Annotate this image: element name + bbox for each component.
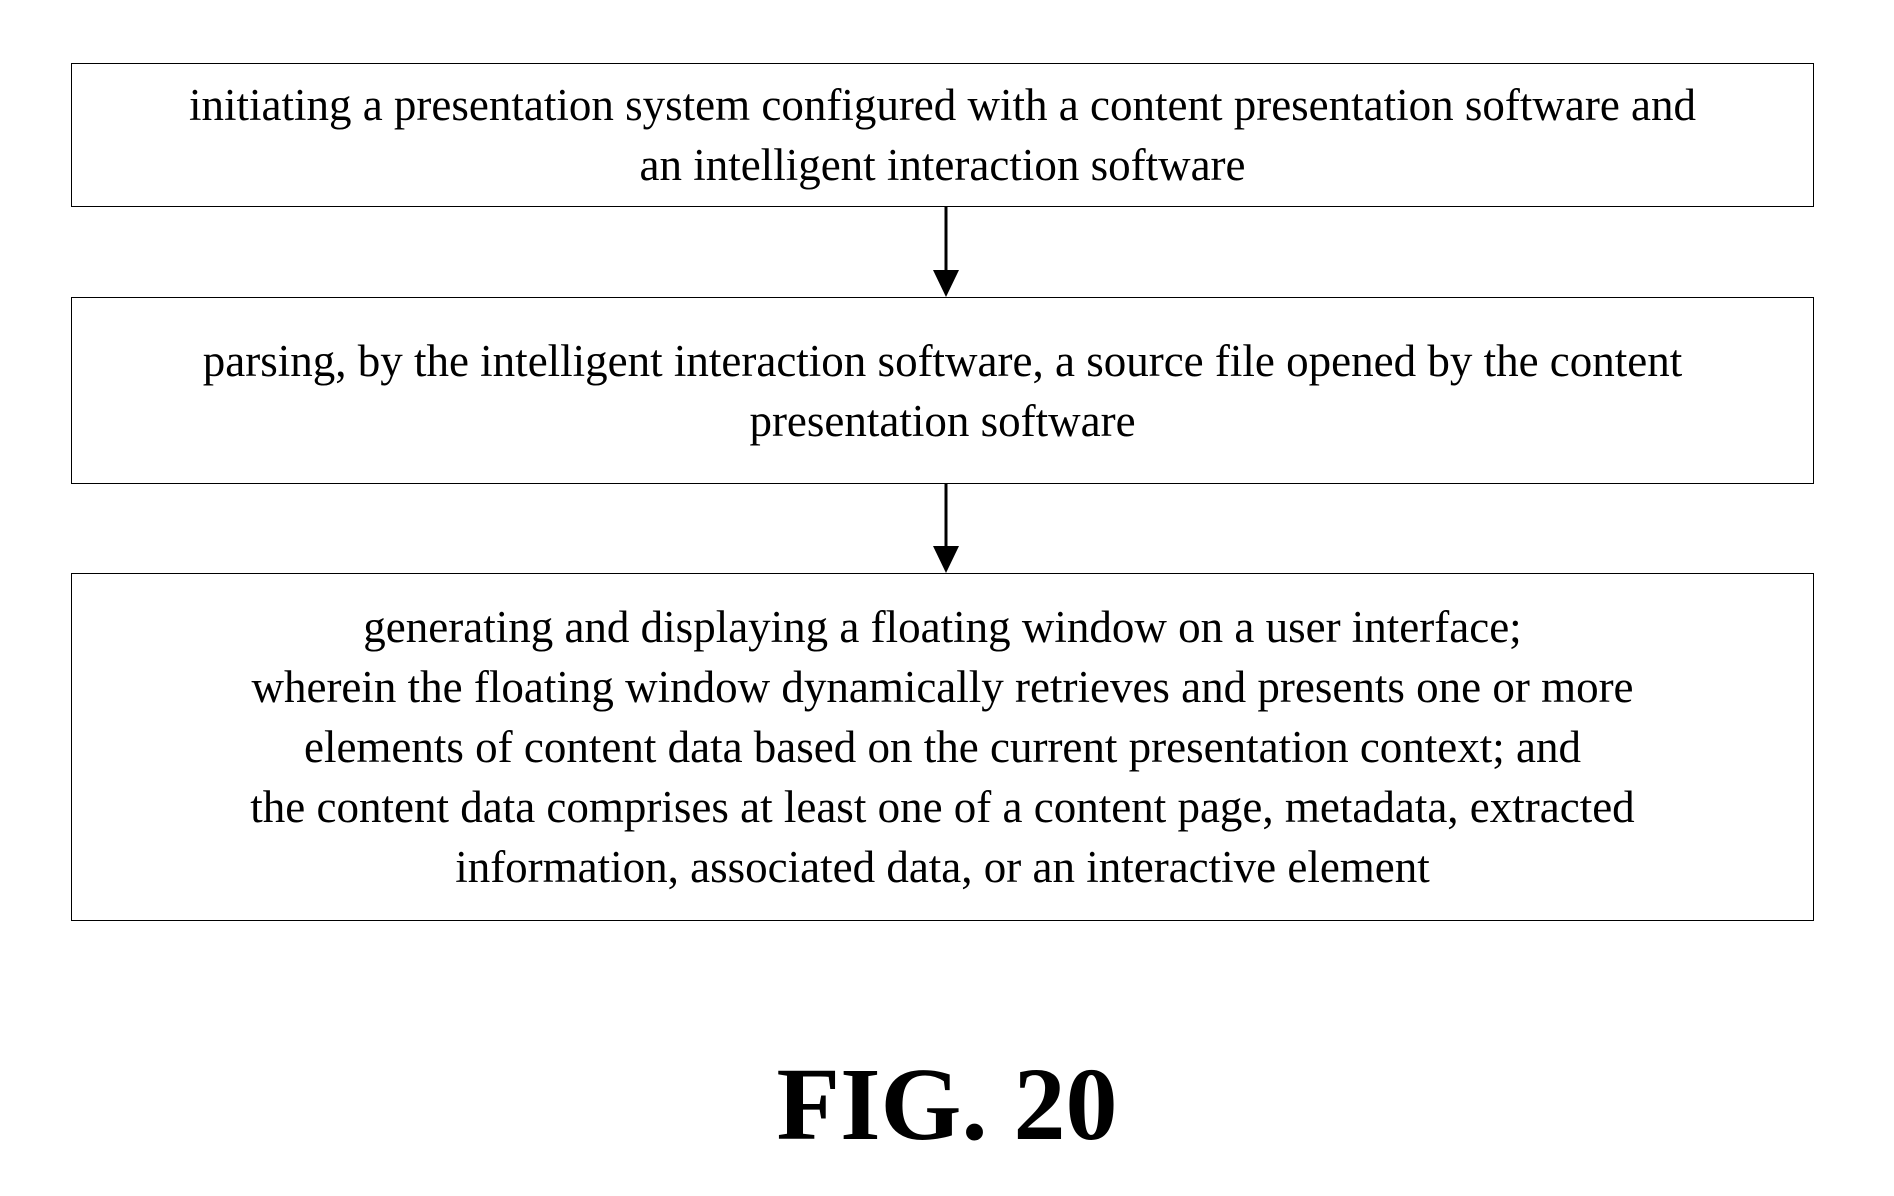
step-text-line: initiating a presentation system configu… — [188, 80, 1697, 130]
step-text-line: parsing, by the intelligent interaction … — [202, 335, 1683, 386]
step-text-line: elements of content data based on the cu… — [303, 722, 1582, 772]
step-text-line: the content data comprises at least one … — [250, 782, 1635, 832]
step-text-line: information, associated data, or an inte… — [455, 842, 1430, 892]
step-text-line: generating and displaying a floating win… — [363, 602, 1522, 652]
arrow-step2-to-step3 — [933, 484, 959, 573]
step-box-initiate: initiating a presentation system configu… — [71, 63, 1814, 207]
step-text-line: an intelligent interaction software — [639, 140, 1246, 190]
arrow-step1-to-step2 — [933, 207, 959, 297]
step-box-parse: parsing, by the intelligent interaction … — [71, 297, 1814, 484]
step-text-line: presentation software — [749, 395, 1136, 446]
figure-label: FIG. 20 — [776, 1047, 1118, 1162]
step-text-line: wherein the floating window dynamically … — [251, 662, 1634, 712]
step-box-generate-display: generating and displaying a floating win… — [71, 573, 1814, 921]
